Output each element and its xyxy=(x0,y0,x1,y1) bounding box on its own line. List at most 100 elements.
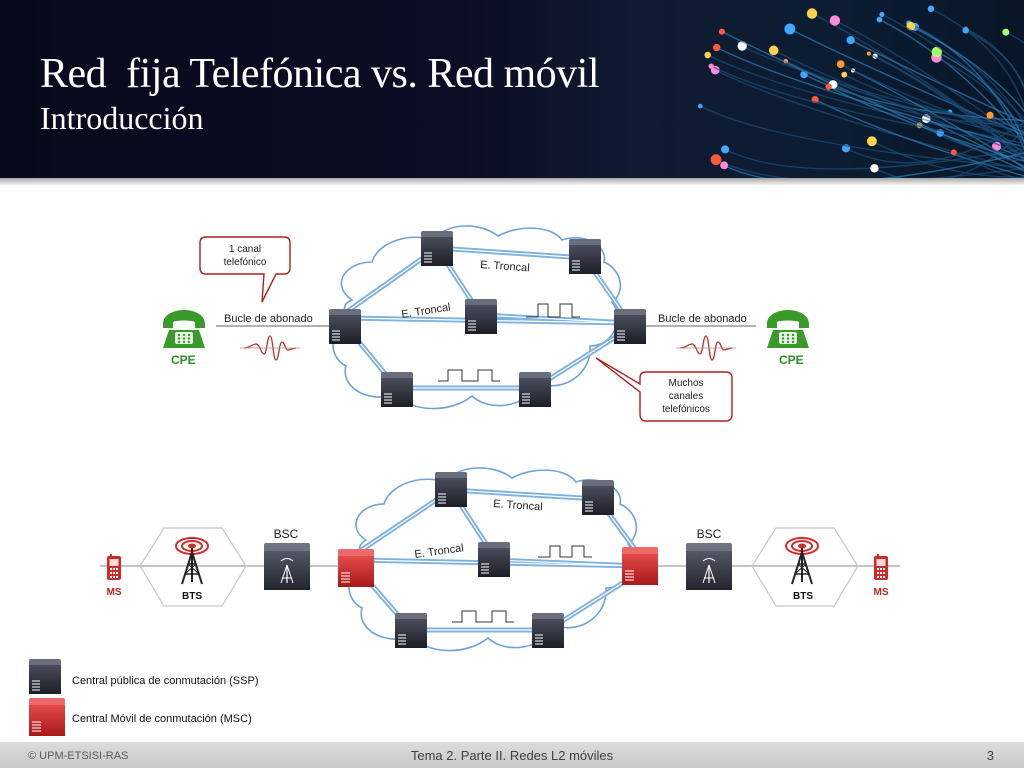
mobile-phone-icon xyxy=(874,554,888,580)
fiber-tip xyxy=(784,23,796,35)
trunk-label: E. Troncal xyxy=(480,259,530,274)
sine-wave-icon xyxy=(243,335,733,361)
fiber-strand xyxy=(939,132,1024,161)
fiber-strand xyxy=(785,60,1024,139)
fiber-tip xyxy=(927,5,935,13)
fiber-strand xyxy=(868,52,1024,162)
fiber-strand xyxy=(881,13,1024,120)
fiber-tip xyxy=(866,136,877,147)
ms-label-right: MS xyxy=(874,587,889,598)
footer: © UPM-ETSISI-RAS Tema 2. Parte II. Redes… xyxy=(0,742,1024,768)
fiber-strand xyxy=(714,69,1024,172)
fiber-strand xyxy=(936,51,1024,144)
cpe-label-left: CPE xyxy=(171,353,196,367)
fiber-strand xyxy=(834,19,1024,143)
fiber-strand xyxy=(723,152,1024,178)
switch-icon xyxy=(477,541,511,578)
switch-icon xyxy=(568,238,602,275)
fiber-tip xyxy=(846,36,855,45)
bts-label-right: BTS xyxy=(793,591,813,602)
pulse-icon xyxy=(452,545,592,623)
switch-icon xyxy=(531,612,565,649)
switch-icon xyxy=(380,371,414,408)
switch-icon xyxy=(518,371,552,408)
fiber-strand xyxy=(832,83,1024,126)
callout-line: telefónico xyxy=(224,257,267,268)
mobile-phone-icon xyxy=(107,554,121,580)
callout-line: canales xyxy=(669,391,703,402)
fiber-tip xyxy=(768,45,779,56)
footer-copyright: © UPM-ETSISI-RAS xyxy=(28,750,129,762)
fiber-strand xyxy=(908,22,1024,125)
ms-label-left: MS xyxy=(107,587,122,598)
fiber-tip xyxy=(720,161,729,170)
fiber-strand xyxy=(699,105,1024,169)
network-diagram: E. Troncal E. Troncal Bucle de abonado B… xyxy=(28,225,900,737)
fiber-tip xyxy=(721,145,730,154)
legend-ssp-label: Central pública de conmutación (SSP) xyxy=(72,675,258,687)
fiber-strand xyxy=(716,46,1024,148)
legend-msc-label: Central Móvil de conmutación (MSC) xyxy=(72,713,252,725)
fiber-tip xyxy=(712,43,721,52)
fiber-tip xyxy=(950,149,957,156)
switch-icon xyxy=(581,479,615,516)
fiber-tip xyxy=(737,41,747,51)
legend: Central pública de conmutación (SSP) Cen… xyxy=(28,658,258,737)
footer-topic: Tema 2. Parte II. Redes L2 móviles xyxy=(410,748,614,763)
fiber-strand xyxy=(741,45,1024,133)
fiber-tip xyxy=(697,103,703,109)
msc-legend-icon xyxy=(28,697,66,737)
antenna-icon xyxy=(785,537,819,585)
cpe-label-right: CPE xyxy=(779,353,804,367)
loop-label-right: Bucle de abonado xyxy=(658,313,747,325)
fiber-strand xyxy=(828,86,1024,162)
fiber-tip xyxy=(825,83,832,90)
fiber-strand xyxy=(789,28,1024,136)
callout-single-channel: 1 canal telefónico xyxy=(199,236,291,303)
antenna-icon xyxy=(175,537,209,585)
telephone-icon xyxy=(163,310,205,348)
fiber-strand xyxy=(1005,31,1024,45)
bsc-label-left: BSC xyxy=(274,527,299,541)
fiber-tip xyxy=(962,27,969,34)
fiber-strand xyxy=(996,145,1024,159)
bsc-label-right: BSC xyxy=(697,527,722,541)
fiber-strand xyxy=(814,98,1024,177)
switch-icon xyxy=(420,230,454,267)
fiber-tip xyxy=(870,164,879,173)
fiber-tip xyxy=(876,16,883,23)
callout-line: telefónicos xyxy=(662,404,710,415)
callout-line: 1 canal xyxy=(229,244,261,255)
bsc-icon xyxy=(685,542,733,591)
fiber-tip xyxy=(829,15,841,26)
fiber-tip xyxy=(1002,28,1010,36)
fiber-tip xyxy=(704,51,711,59)
callout-line: Muchos xyxy=(668,378,703,389)
trunk-label: E. Troncal xyxy=(493,498,543,513)
fiber-tip xyxy=(710,154,722,166)
page-number: 3 xyxy=(986,748,994,763)
fiber-strand xyxy=(840,63,1024,141)
fiber-strand xyxy=(930,8,1024,109)
fiber-strand xyxy=(989,114,1024,134)
header-shadow xyxy=(0,178,1024,186)
switch-icon xyxy=(394,612,428,649)
fiber-strand xyxy=(919,124,1024,158)
fiber-tip xyxy=(931,46,942,58)
switch-icon xyxy=(613,308,647,345)
switch-icon xyxy=(328,308,362,345)
ssp-legend-icon xyxy=(28,658,62,695)
msc-switch-icon xyxy=(621,546,659,586)
fiber-tip xyxy=(806,8,818,19)
fiber-tip xyxy=(879,11,885,18)
switch-icon xyxy=(434,471,468,508)
fixed-network: E. Troncal E. Troncal Bucle de abonado B… xyxy=(163,225,809,422)
fiber-strand xyxy=(965,29,1024,88)
fiber-tip xyxy=(708,63,714,69)
slide-subtitle: Introducción xyxy=(40,100,204,136)
fiber-tip xyxy=(836,60,845,69)
pulse-icon xyxy=(438,303,580,382)
telephone-icon xyxy=(767,310,809,348)
